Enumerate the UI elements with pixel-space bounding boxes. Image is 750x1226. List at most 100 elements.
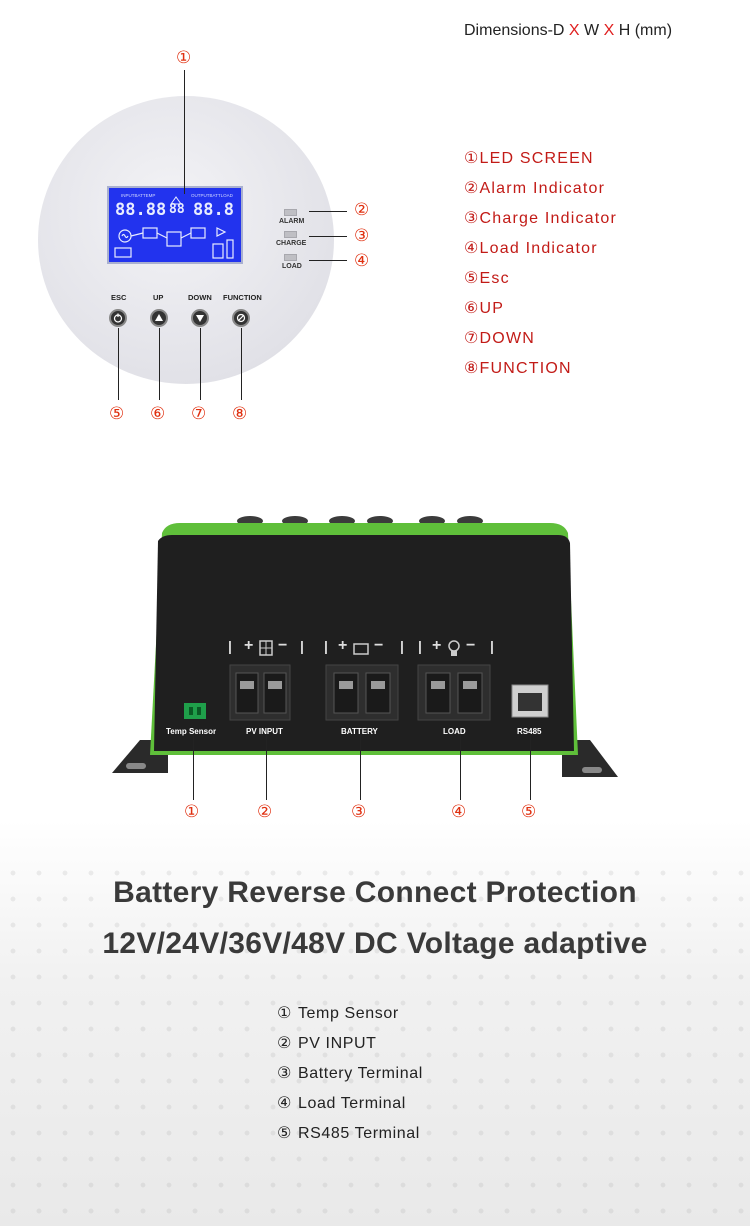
- dimensions-label: Dimensions-D X W X H (mm): [464, 22, 672, 40]
- callout-line-8: [241, 328, 242, 400]
- battery-icon: [353, 643, 369, 655]
- down-button[interactable]: [191, 309, 209, 327]
- panel-legend: ①LED SCREEN ②Alarm Indicator ③Charge Ind…: [464, 144, 617, 384]
- pv-bar-left: |: [228, 638, 232, 654]
- device-illustration: [112, 516, 618, 777]
- rs485-label: RS485: [517, 727, 542, 736]
- triangle-up-icon: [155, 314, 163, 321]
- dimensions-w: W: [579, 22, 604, 39]
- callout-line-2: [309, 211, 347, 212]
- terminal-screws: [240, 681, 477, 689]
- legend-item-up: ⑥UP: [464, 300, 505, 317]
- alarm-led: [284, 209, 297, 216]
- lcd-digits-right: 88.8: [193, 200, 234, 220]
- power-icon: [113, 313, 123, 323]
- pv-minus: −: [278, 637, 288, 654]
- device-callout-4: ④: [451, 802, 467, 822]
- callout-line-4: [309, 260, 347, 261]
- legend-item-esc: ⑤Esc: [464, 270, 510, 287]
- pv-bar-right: |: [300, 638, 304, 654]
- load-port-label: LOAD: [443, 727, 466, 736]
- right-foot-slot: [582, 767, 602, 773]
- battery-minus: −: [374, 637, 384, 654]
- battery-label: BATTERY: [341, 727, 378, 736]
- device-callout-3: ③: [351, 802, 367, 822]
- device-callout-line-3: [360, 735, 361, 800]
- temp-sensor-label: Temp Sensor: [166, 727, 217, 736]
- legend-item-alarm: ②Alarm Indicator: [464, 180, 606, 197]
- alarm-label: ALARM: [279, 218, 305, 225]
- device-callout-line-1: [193, 735, 194, 800]
- temp-sensor-connector: [184, 703, 206, 719]
- device-callout-5: ⑤: [521, 802, 537, 822]
- heading-voltage-adaptive: 12V/24V/36V/48V DC Voltage adaptive: [102, 927, 648, 960]
- lcd-output-label: OUTPUTBATTLOAD: [191, 193, 234, 198]
- dimensions-x2: X: [603, 22, 615, 39]
- legend-item-function: ⑧FUNCTION: [464, 360, 572, 377]
- device-callout-line-5: [530, 735, 531, 800]
- callout-line-7: [200, 328, 201, 400]
- lcd-warning-icon: [170, 196, 182, 205]
- esc-button-label: ESC: [111, 293, 127, 302]
- dimensions-prefix: Dimensions-D: [464, 22, 569, 39]
- callout-esc-5: ⑤: [109, 404, 125, 424]
- function-button-label: FUNCTION: [223, 293, 262, 302]
- background-gradient: [0, 820, 750, 1226]
- callout-screen-1: ①: [176, 48, 192, 68]
- device-callout-line-2: [266, 735, 267, 800]
- dimensions-suffix: H (mm): [614, 22, 673, 39]
- function-button[interactable]: [232, 309, 250, 327]
- device-callout-1: ①: [184, 802, 200, 822]
- controller-device: | + − | | + − | | + − | Temp Sensor PV I…: [110, 515, 620, 785]
- up-button[interactable]: [150, 309, 168, 327]
- callout-alarm-2: ②: [354, 200, 370, 220]
- callout-up-6: ⑥: [150, 404, 166, 424]
- refresh-icon: [236, 313, 246, 323]
- lcd-flow-diagram-icon: [114, 227, 234, 259]
- load-bar-right: |: [490, 638, 494, 654]
- lcd-screen: INPUTBATTEMP OUTPUTBATTLOAD 88.88 88 88.…: [107, 186, 243, 264]
- lcd-digits-mid: 88: [169, 202, 185, 217]
- legend-item-down: ⑦DOWN: [464, 330, 535, 347]
- left-foot-slot: [126, 763, 146, 769]
- legend-item-charge: ③Charge Indicator: [464, 210, 618, 227]
- charge-led: [284, 231, 297, 238]
- pv-input-label: PV INPUT: [246, 727, 283, 736]
- rs485-socket: [518, 693, 542, 711]
- callout-load-4: ④: [354, 251, 370, 271]
- background-dot-pattern: [0, 860, 750, 1226]
- triangle-down-icon: [196, 315, 204, 322]
- load-led: [284, 254, 297, 261]
- callout-line-5: [118, 328, 119, 400]
- load-indicator-label: LOAD: [282, 263, 302, 270]
- pv-plus: +: [244, 637, 254, 654]
- battery-plus: +: [338, 637, 348, 654]
- load-minus: −: [466, 637, 476, 654]
- callout-down-7: ⑦: [191, 404, 207, 424]
- battery-bar-left: |: [324, 638, 328, 654]
- heading-reverse-protection: Battery Reverse Connect Protection: [113, 876, 637, 909]
- esc-button[interactable]: [109, 309, 127, 327]
- load-plus: +: [432, 637, 442, 654]
- lcd-input-label: INPUTBATTEMP: [121, 193, 155, 198]
- legend-item-load: ④Load Indicator: [464, 240, 598, 257]
- lcd-graphic: INPUTBATTEMP OUTPUTBATTLOAD 88.88 88 88.…: [114, 193, 234, 259]
- device-callout-line-4: [460, 735, 461, 800]
- up-button-label: UP: [153, 293, 164, 302]
- callout-charge-3: ③: [354, 226, 370, 246]
- load-bar-left: |: [418, 638, 422, 654]
- callout-line-6: [159, 328, 160, 400]
- legend-item-led-screen: ①LED SCREEN: [464, 150, 594, 167]
- device-callout-2: ②: [257, 802, 273, 822]
- charge-label: CHARGE: [276, 240, 307, 247]
- dimensions-x1: X: [568, 22, 580, 39]
- lcd-digits-left: 88.88: [115, 200, 166, 220]
- callout-line-3: [309, 236, 347, 237]
- callout-function-8: ⑧: [232, 404, 248, 424]
